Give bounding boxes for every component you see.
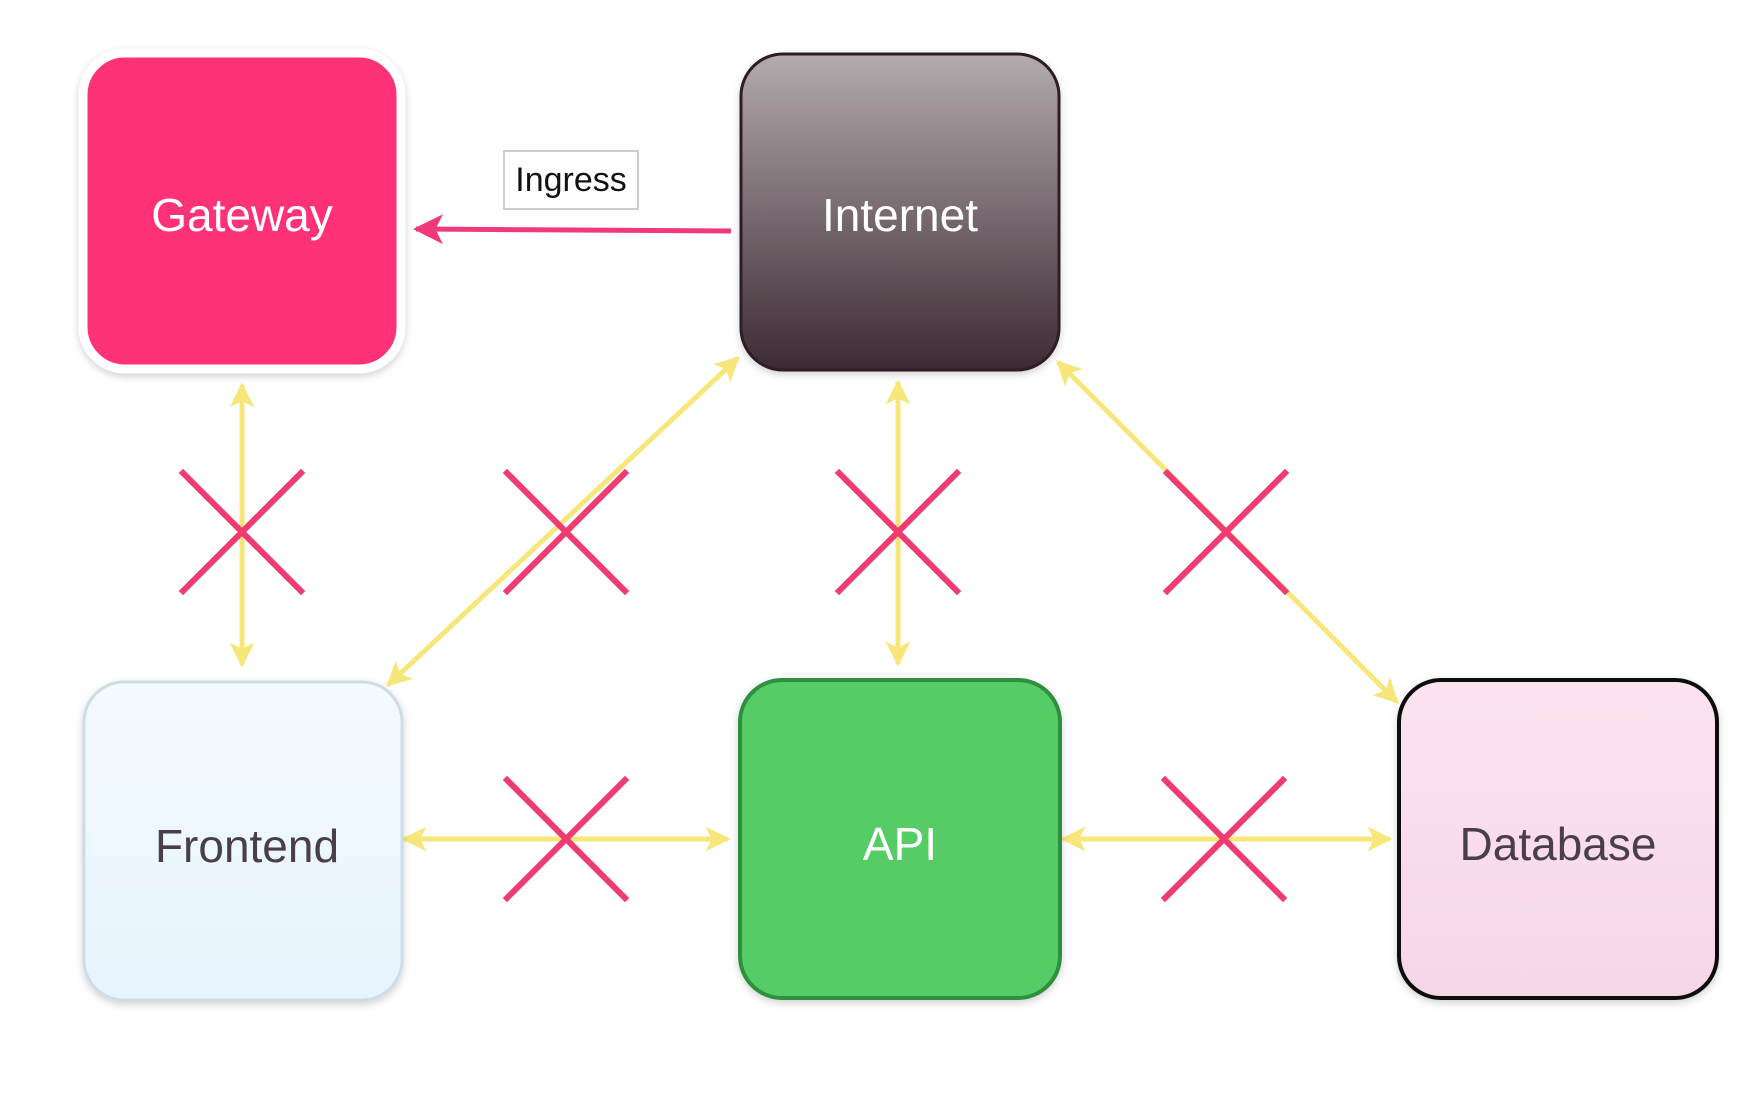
node-frontend[interactable]: Frontend — [82, 680, 404, 1002]
node-internet-label: Internet — [822, 189, 978, 241]
node-database[interactable]: Database — [1397, 678, 1719, 1000]
blocked-mark-internet-api — [834, 468, 962, 596]
node-gateway-label: Gateway — [151, 189, 333, 241]
ingress-label-box — [503, 150, 639, 210]
blocked-mark-frontend-api — [502, 775, 630, 903]
blocked-mark-internet-database — [1162, 468, 1290, 596]
node-api[interactable]: API — [738, 678, 1062, 1000]
node-database-label: Database — [1460, 818, 1657, 870]
node-frontend-label: Frontend — [155, 820, 339, 872]
ingress-arrow — [413, 214, 732, 245]
blocked-marks — [178, 468, 1290, 903]
blocked-mark-frontend-internet — [502, 468, 630, 596]
ingress-edge: Ingress — [413, 150, 732, 245]
node-internet[interactable]: Internet — [739, 52, 1061, 372]
link-frontend-internet — [386, 356, 740, 687]
blocked-mark-gateway-frontend — [178, 468, 306, 596]
blocked-mark-api-database — [1160, 775, 1288, 903]
ingress-label: Ingress — [515, 161, 627, 199]
node-api-label: API — [863, 818, 937, 870]
node-gateway[interactable]: Gateway — [78, 48, 406, 374]
